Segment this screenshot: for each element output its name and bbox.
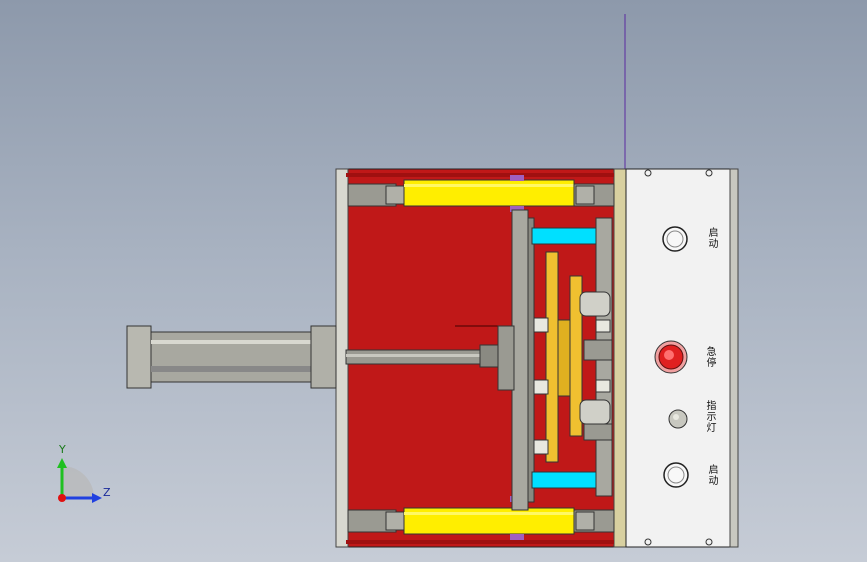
coordinate-triad-icon	[57, 458, 102, 503]
cyan-sliders	[531, 227, 597, 489]
z-axis-label: Z	[103, 486, 111, 499]
indicator-lamp	[668, 409, 688, 429]
top-cylinder	[347, 175, 615, 212]
gear-mechanism	[533, 251, 613, 463]
start-label-bottom: 启动	[706, 464, 717, 486]
indicator-label: 指示灯	[704, 400, 715, 433]
emergency-stop-button[interactable]	[654, 340, 688, 374]
y-axis-label: Y	[59, 443, 66, 456]
start-label-top: 启动	[706, 227, 717, 249]
start-button-bottom[interactable]	[663, 462, 689, 488]
bottom-cylinder	[347, 496, 615, 540]
estop-label: 急停	[704, 346, 715, 368]
left-cylinder	[126, 325, 505, 389]
start-button-top[interactable]	[662, 226, 688, 252]
